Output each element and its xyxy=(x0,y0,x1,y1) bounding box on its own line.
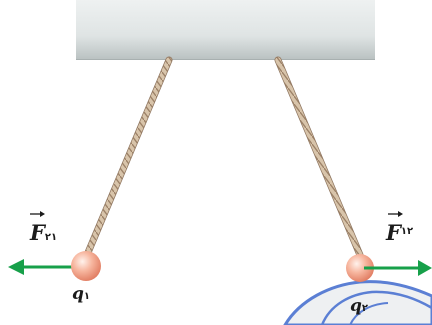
charge-label-right-subscript: ۲ xyxy=(361,303,368,314)
left-string xyxy=(84,57,172,258)
charge-ball-right xyxy=(346,254,374,282)
charge-ball-left xyxy=(71,251,101,281)
force-label-right-subscript: ۱۲ xyxy=(400,226,414,237)
force-label-right-symbol: F xyxy=(386,220,401,245)
charge-label-right-symbol: q xyxy=(350,296,362,316)
charge-label-left: q۱ xyxy=(72,284,90,304)
ceiling-support xyxy=(76,0,375,60)
vector-mark-right xyxy=(388,211,403,217)
force-arrowhead-left xyxy=(8,259,24,275)
force-label-left-subscript: ۲۱ xyxy=(44,232,58,243)
right-string xyxy=(275,57,363,258)
force-arrowhead-right xyxy=(418,260,432,276)
vector-mark-left xyxy=(30,211,45,217)
force-label-right: F۱۲ xyxy=(386,220,413,245)
force-label-left-symbol: F xyxy=(30,220,45,245)
force-label-left: F۲۱ xyxy=(30,220,57,245)
charge-label-left-subscript: ۱ xyxy=(83,291,90,302)
charge-label-left-symbol: q xyxy=(72,284,84,304)
charge-label-right: q۲ xyxy=(350,296,368,316)
